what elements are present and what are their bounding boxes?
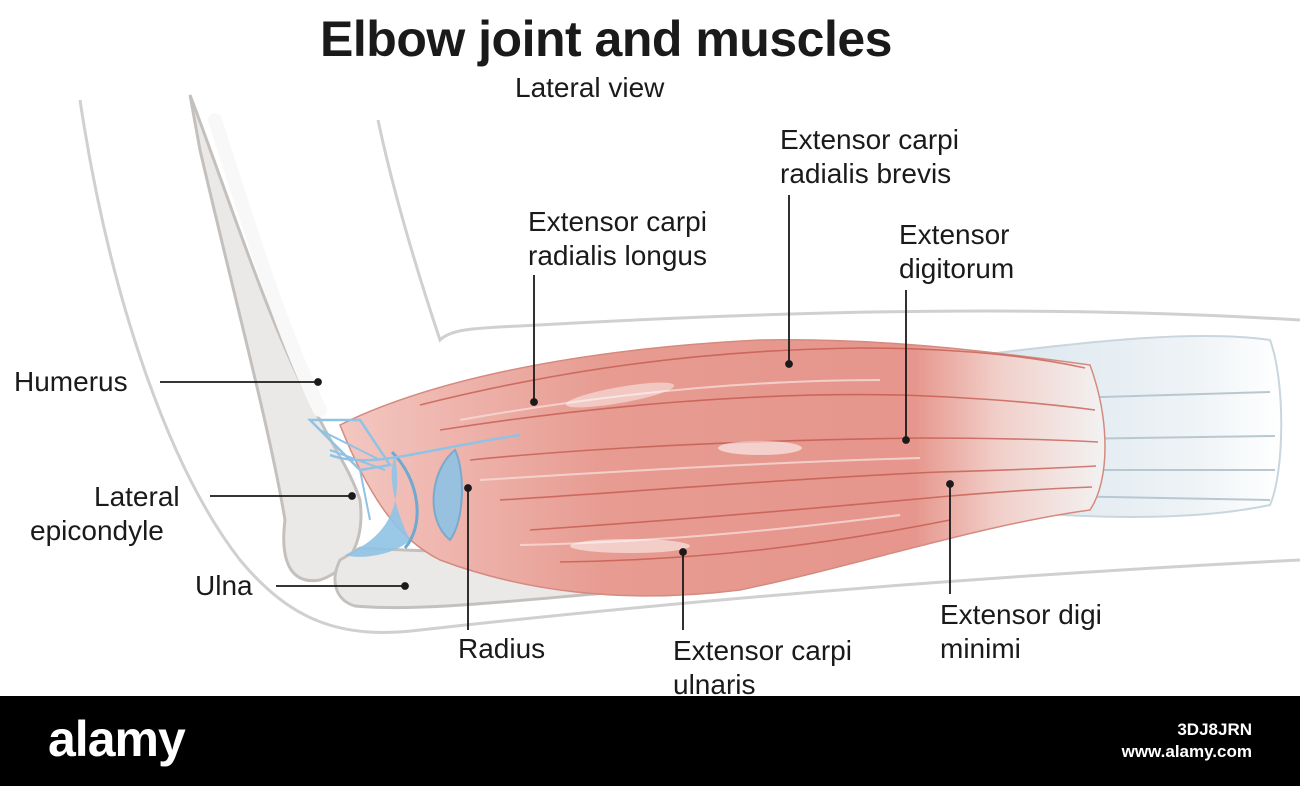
label-ecr-brevis-line2: radialis brevis [780,158,952,189]
label-extensor-digitorum-line2: digitorum [899,253,1015,284]
leader-lines [160,195,954,630]
label-lateral-epicondyle-line1: Lateral [94,481,180,512]
humerus-bone [188,94,363,583]
label-lateral-epicondyle: Lateral [94,480,180,514]
footer-url-link[interactable]: www.alamy.com [1121,742,1252,761]
diagram-subtitle: Lateral view [515,72,665,103]
watermark-footer: alamy 3DJ8JRN www.alamy.com [0,696,1300,786]
label-radius: Radius [458,633,546,664]
label-ec-ulnaris-line2: ulnaris [673,669,756,700]
label-ecr-longus: Extensor carpi radialis longus [528,205,707,273]
label-extensor-digitorum-line1: Extensor [899,219,1010,250]
diagram-title: Elbow joint and muscles [320,11,892,67]
label-ec-ulnaris: Extensor carpi ulnaris [673,634,852,702]
label-lateral-epicondyle-line2: epicondyle [30,515,164,546]
arm-skin-outline [78,99,1300,634]
label-ecr-brevis: Extensor carpi radialis brevis [780,123,959,191]
elbow-illustration [78,94,1300,634]
label-ulna: Ulna [195,570,253,601]
label-ecr-longus-line2: radialis longus [528,240,707,271]
label-extensor-digiti-minimi: Extensor digi minimi [940,598,1102,666]
elbow-cartilage [306,418,521,557]
label-ecr-brevis-line1: Extensor carpi [780,124,959,155]
alamy-logo[interactable]: alamy [48,711,186,767]
label-ecr-longus-line1: Extensor carpi [528,206,707,237]
label-lateral-epicondyle-l2: epicondyle [30,514,164,548]
label-ec-ulnaris-line1: Extensor carpi [673,635,852,666]
label-extensor-digitorum: Extensor digitorum [899,218,1014,286]
label-extensor-digiti-minimi-line1: Extensor digi [940,599,1102,630]
label-humerus: Humerus [14,366,128,397]
label-extensor-digiti-minimi-line2: minimi [940,633,1021,664]
image-id: 3DJ8JRN [1177,720,1252,739]
